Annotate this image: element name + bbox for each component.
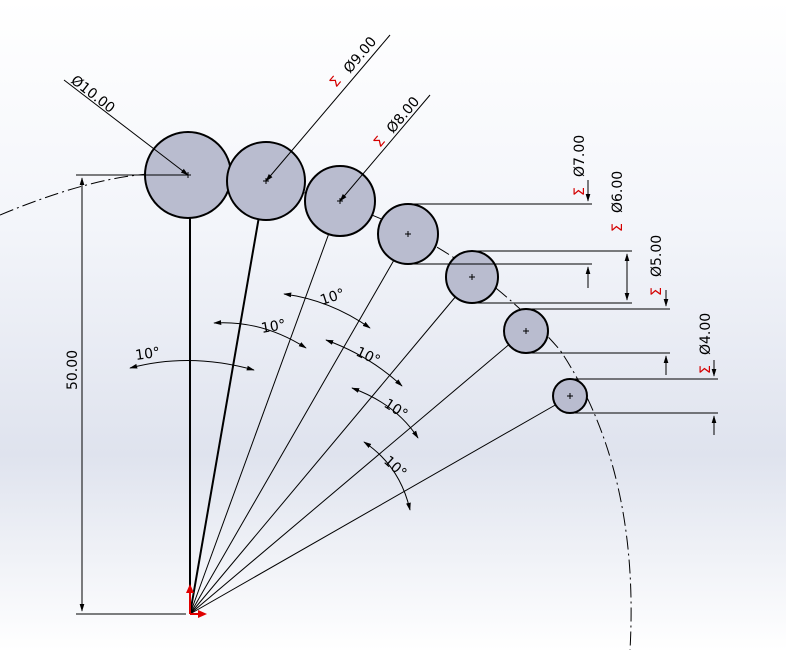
angle-label-6[interactable]: 10°	[380, 453, 409, 482]
diameter-d10-label[interactable]: Ø10.00	[68, 73, 118, 117]
angle-label-1[interactable]: 10°	[134, 345, 161, 364]
diameter-d6-driven-symbol: Σ	[610, 223, 626, 232]
diameter-d4-driven-symbol: Σ	[698, 365, 714, 374]
diameter-d4-label[interactable]: Ø4.00	[698, 313, 714, 355]
diameter-d10-leader[interactable]	[63, 79, 189, 176]
vertical-diameter-dims[interactable]	[408, 180, 718, 435]
angle-label-2[interactable]: 10°	[260, 317, 287, 337]
diameter-d5-label[interactable]: Ø5.00	[649, 235, 665, 277]
angle-dimensions[interactable]	[129, 292, 419, 511]
diameter-d5-driven-symbol: Σ	[649, 287, 665, 296]
construction-arc[interactable]	[0, 172, 632, 650]
angle-label-4[interactable]: 10°	[353, 344, 382, 369]
radial-lines[interactable]	[189, 173, 572, 615]
height-dimension-label[interactable]: 50.00	[65, 350, 81, 390]
angle-label-5[interactable]: 10°	[381, 396, 411, 423]
sketch-origin-icon[interactable]	[186, 584, 207, 618]
diameter-d7-driven-symbol: Σ	[572, 187, 588, 196]
diameter-d8-driven-symbol: Σ	[371, 133, 389, 150]
diameter-d8-label[interactable]: Ø8.00	[384, 94, 423, 137]
diameter-d8-leader[interactable]	[339, 94, 431, 202]
diameter-d6-label[interactable]: Ø6.00	[610, 171, 626, 213]
diameter-d9-leader[interactable]	[265, 34, 391, 182]
diameter-d7-label[interactable]: Ø7.00	[572, 135, 588, 177]
angle-label-3[interactable]: 10°	[318, 286, 347, 309]
height-dimension[interactable]	[76, 174, 186, 615]
diameter-d9-driven-symbol: Σ	[327, 73, 345, 90]
circles[interactable]	[144, 131, 588, 414]
